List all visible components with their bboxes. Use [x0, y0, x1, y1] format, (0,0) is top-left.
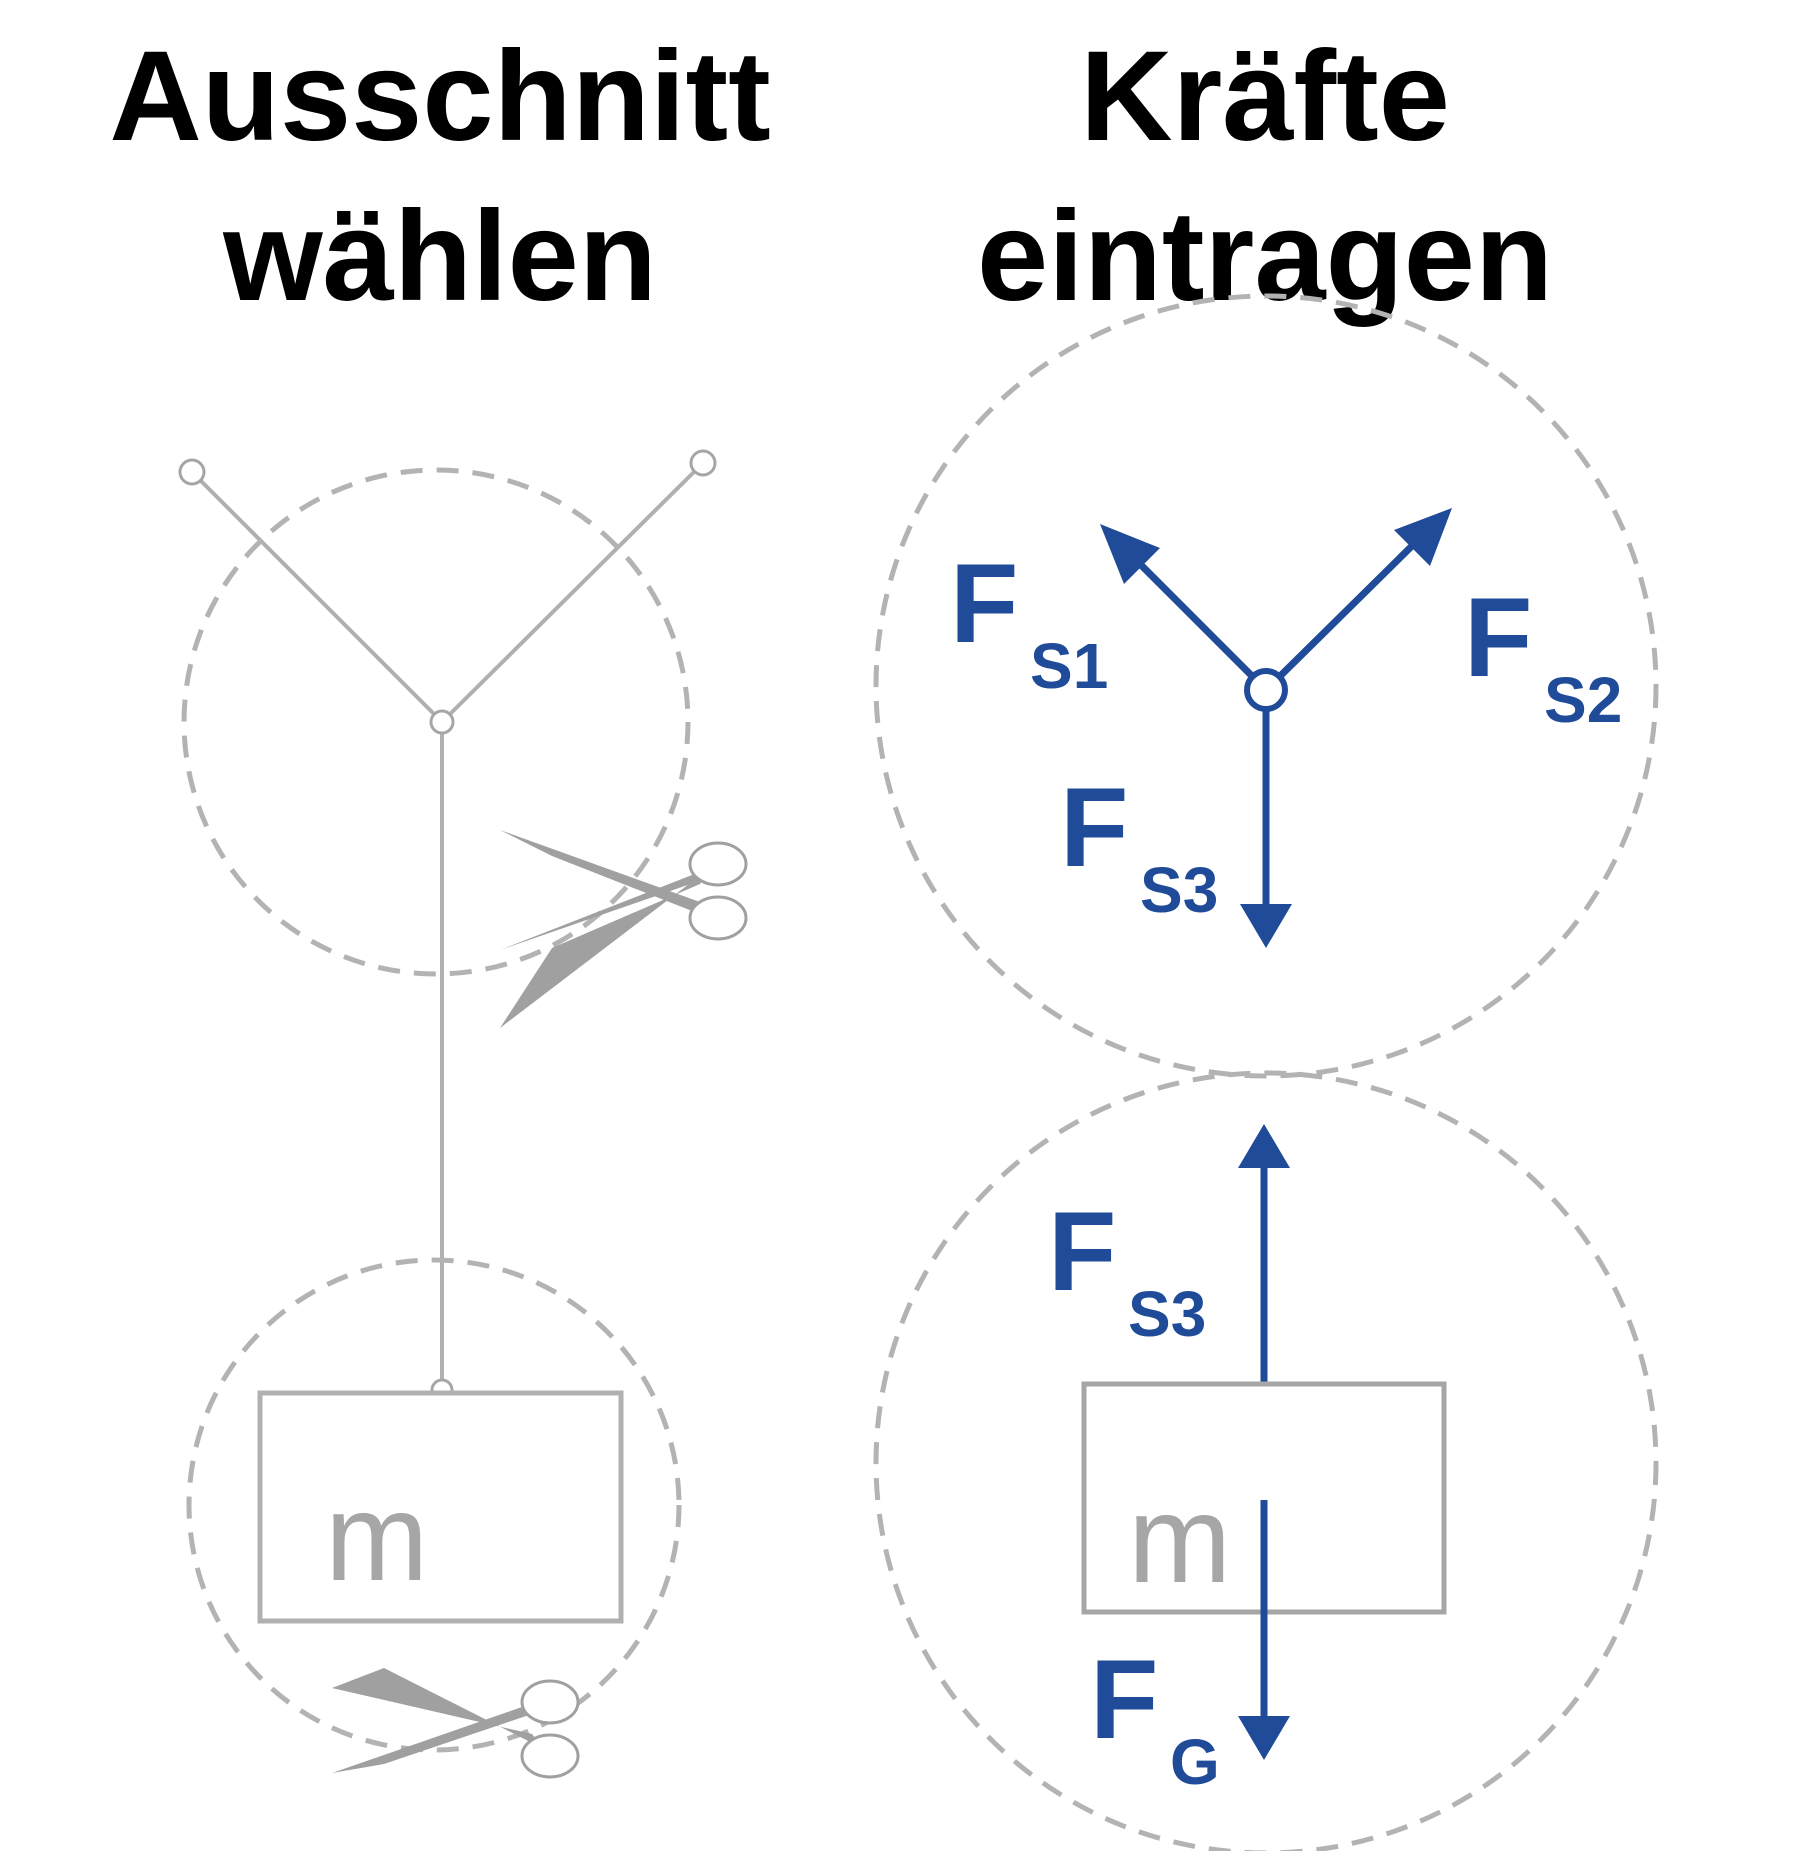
force-junction-point: [1244, 668, 1288, 712]
label-fg: F G: [1090, 1637, 1220, 1798]
heading-left-line2: wählen: [222, 185, 657, 328]
heading-right-line1: Kräfte: [1080, 25, 1450, 168]
section-circle-mass: [186, 1257, 682, 1753]
force-fs3-up-arrowhead: [1238, 1124, 1290, 1168]
force-fs2-arrow: [1263, 537, 1421, 693]
label-fs2-sub: S2: [1544, 664, 1622, 736]
mass-label-right: m: [1128, 1471, 1231, 1609]
force-fs3-down-arrowhead: [1240, 904, 1292, 948]
force-fs2-arrowhead: [1394, 508, 1452, 566]
label-fs3-bottom: F S3: [1048, 1189, 1206, 1350]
rope-1: [190, 470, 444, 724]
force-circle-junction: [873, 293, 1659, 1079]
scissors-icon: [332, 1668, 580, 1779]
mass-box-left: [257, 1390, 624, 1624]
force-fs1-arrowhead: [1100, 524, 1160, 584]
rope-end-right: [689, 449, 717, 477]
rope-2: [440, 461, 705, 724]
label-fs3-top-sub: S3: [1140, 854, 1218, 926]
label-fs3-top: F S3: [1060, 765, 1218, 926]
label-fs3-bottom-sub: S3: [1128, 1278, 1206, 1350]
label-fs1-main: F: [950, 541, 1018, 666]
label-fs2: F S2: [1464, 575, 1622, 736]
right-panel: F S1 F S2 F S3 m F S3 F G: [873, 293, 1659, 1851]
label-fs1: F S1: [950, 541, 1108, 702]
rope-junction: [429, 709, 455, 735]
label-fg-main: F: [1090, 1637, 1158, 1762]
label-fs3-bottom-main: F: [1048, 1189, 1116, 1314]
mass-label-left: m: [325, 1469, 428, 1607]
label-fs2-main: F: [1464, 575, 1532, 700]
label-fs3-top-main: F: [1060, 765, 1128, 890]
force-fs1-arrow: [1127, 551, 1269, 693]
heading-left-line1: Ausschnitt: [109, 25, 770, 168]
force-fg-arrowhead: [1238, 1716, 1290, 1760]
label-fs1-sub: S1: [1030, 630, 1108, 702]
scissors-icon: [500, 830, 748, 1028]
left-panel: m: [178, 449, 748, 1779]
force-circle-mass: [873, 1070, 1659, 1851]
label-fg-sub: G: [1170, 1726, 1220, 1798]
rope-end-left: [178, 458, 206, 486]
section-circle-junction: [181, 467, 691, 977]
heading-right-line2: eintragen: [977, 185, 1553, 328]
